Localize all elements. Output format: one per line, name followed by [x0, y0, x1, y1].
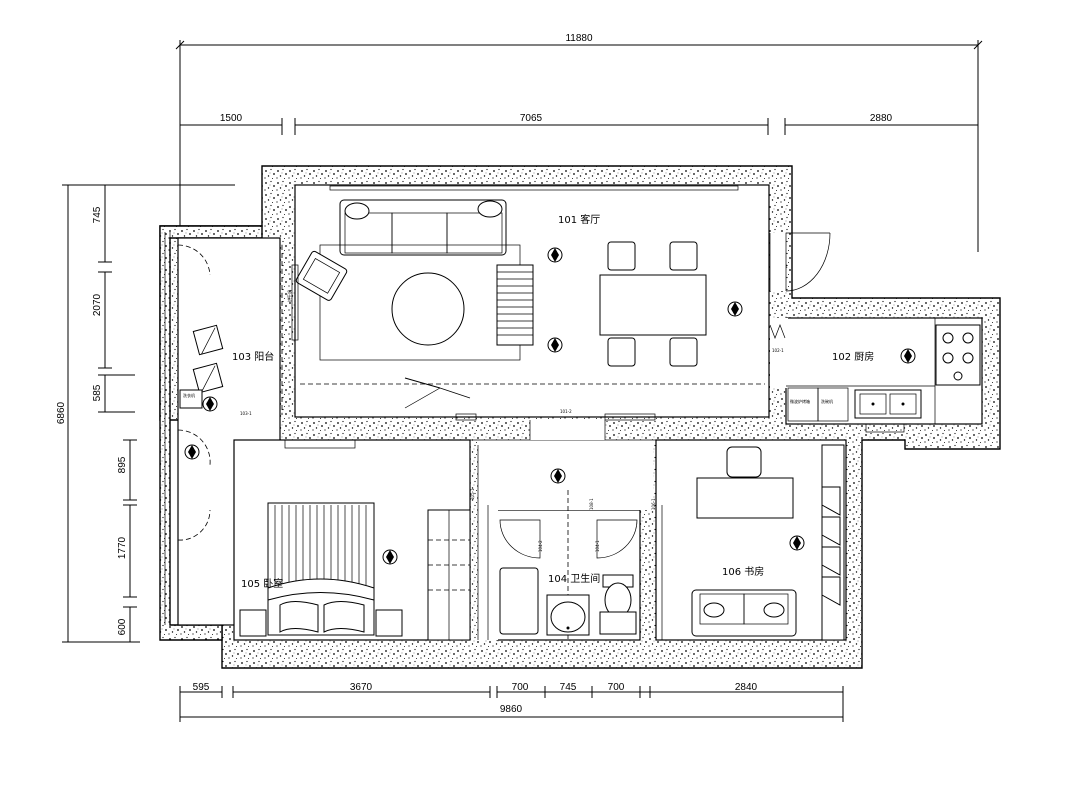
ceiling-light-icon — [547, 337, 563, 353]
dimension-left: 6860 745 2070 585 895 1770 600 — [56, 184, 235, 643]
tag-102-1: 102-1 — [772, 348, 784, 353]
room-label-living: 101 客厅 — [558, 213, 600, 226]
dimension-bottom: 595 3670 700 745 700 2840 9860 — [179, 682, 844, 722]
appliance-label-1: 微波炉烤箱 — [790, 398, 810, 404]
ceiling-light-icon — [184, 444, 200, 460]
room-label-kitchen: 102 厨房 — [832, 350, 874, 363]
tv-console — [496, 264, 534, 346]
ceiling-light-icon — [727, 301, 743, 317]
tag-101-2: 101-2 — [560, 409, 572, 414]
sofa — [339, 199, 507, 256]
dim-bottom-seg-3: 700 — [512, 682, 529, 693]
balcony-label-2: 烘干机 — [286, 290, 292, 302]
armchair — [295, 250, 348, 301]
study-furniture: 106 书房 106-1 108-1 — [589, 444, 845, 641]
appliance-label-2: 洗碗机 — [821, 398, 833, 404]
tag-103-1: 103-1 — [240, 411, 252, 416]
kitchen-sink — [854, 389, 922, 419]
pillow — [279, 601, 319, 633]
dim-left-seg-2: 2070 — [92, 293, 103, 316]
ceiling-light-icon — [900, 348, 916, 364]
tag-106-1: 106-1 — [651, 498, 656, 510]
dim-left-seg-5: 1770 — [117, 536, 128, 559]
tag-105-1: 105-1 — [470, 488, 475, 500]
tag-104-2: 104-2 — [538, 540, 543, 552]
dim-top-seg-3: 2880 — [870, 113, 893, 124]
room-label-bedroom: 105 卧室 — [241, 577, 283, 590]
bookshelf — [821, 444, 845, 641]
balcony-furniture: 洗衣机 烘干机 103 阳台 103-1 — [164, 232, 299, 625]
ceiling-light-icon — [550, 468, 566, 484]
living-door — [769, 232, 831, 292]
living-furniture: 101 客厅 101-1 101-2 — [295, 185, 788, 414]
dining-table — [599, 274, 707, 336]
dim-bottom-seg-1: 595 — [193, 682, 210, 693]
openings — [455, 413, 656, 640]
desk — [696, 477, 794, 519]
room-label-balcony: 103 阳台 — [232, 350, 274, 363]
ceiling-light-icon — [382, 549, 398, 565]
bedroom-furniture: 105 卧室 105-1 — [239, 439, 479, 641]
dim-left-seg-6: 600 — [117, 618, 128, 635]
dim-top-seg-1: 1500 — [220, 113, 243, 124]
room-label-study: 106 书房 — [722, 565, 764, 578]
dim-left-overall: 6860 — [56, 401, 67, 424]
kitchen-furniture: 微波炉烤箱 洗碗机 102 厨房 102-1 — [769, 318, 981, 433]
dim-bottom-seg-5: 700 — [608, 682, 625, 693]
dim-top-seg-2: 7065 — [520, 113, 543, 124]
dim-top-overall: 11880 — [565, 33, 593, 44]
dim-left-seg-1: 745 — [92, 206, 103, 223]
tag-108-1: 108-1 — [589, 498, 594, 510]
bathroom-sink — [550, 601, 586, 633]
coffee-table — [391, 272, 465, 346]
dimension-top: 11880 1500 7065 2880 — [175, 33, 983, 252]
dim-bottom-seg-4: 745 — [560, 682, 577, 693]
ceiling-light-icon — [789, 535, 805, 551]
pillow — [323, 601, 365, 633]
dim-bottom-seg-2: 3670 — [350, 682, 373, 693]
ceiling-light-icon — [547, 247, 563, 263]
tag-104-1: 104-1 — [595, 540, 600, 552]
balcony-label-1: 洗衣机 — [183, 392, 195, 398]
room-label-bathroom: 104 卫生间 — [548, 572, 600, 585]
bathroom-furniture: 104 卫生间 104-1 104-2 — [499, 468, 638, 640]
bathtub — [499, 567, 539, 635]
dim-bottom-seg-6: 2840 — [735, 682, 758, 693]
office-chair — [726, 446, 762, 478]
dim-bottom-overall: 9860 — [500, 704, 523, 715]
dim-left-seg-3: 585 — [92, 384, 103, 401]
dim-left-seg-4: 895 — [117, 456, 128, 473]
ceiling-light-icon — [202, 396, 218, 412]
